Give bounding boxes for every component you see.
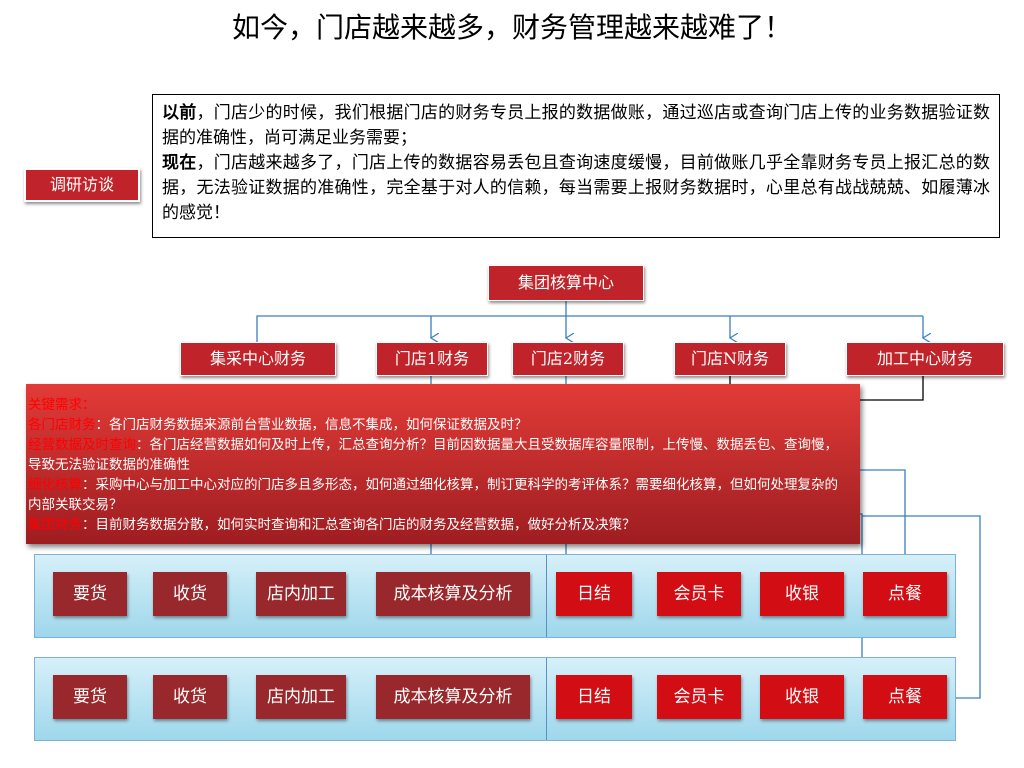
group-accounting-center: 集团核算中心 [488, 265, 644, 301]
module-cost-accounting: 成本核算及分析 [376, 675, 530, 719]
module-in-store-processing: 店内加工 [256, 675, 346, 719]
module-receiving: 收货 [153, 572, 227, 616]
requirement-item: 集团财务：目前财务数据分散，如何实时查询和汇总查询各门店的财务及经营数据，做好分… [28, 517, 636, 533]
module-member-card: 会员卡 [657, 675, 741, 719]
module-daily-closing: 日结 [556, 675, 632, 719]
module-ordering: 要货 [53, 675, 127, 719]
module-in-store-processing: 店内加工 [256, 572, 346, 616]
module-food-ordering: 点餐 [863, 675, 947, 719]
now-label: 现在 [162, 153, 197, 173]
page-title: 如今，门店越来越多，财务管理越来越难了！ [231, 11, 792, 44]
processing-center-finance: 加工中心财务 [846, 342, 1004, 376]
store-2-finance: 门店2财务 [512, 342, 624, 376]
store-n-finance: 门店N财务 [674, 342, 786, 376]
before-label: 以前 [162, 103, 197, 123]
module-ordering: 要货 [53, 572, 127, 616]
requirement-item: 细化核算：采购中心与加工中心对应的门店多且多形态，如何通过细化核算，制订更科学的… [28, 477, 838, 513]
module-cashier: 收银 [760, 675, 844, 719]
now-text: ，门店越来越多了，门店上传的数据容易丢包且查询速度缓慢，目前做账几乎全靠财务专员… [162, 153, 991, 223]
store-system-row-2: 要货 收货 店内加工 成本核算及分析 日结 会员卡 收银 点餐 [34, 657, 956, 741]
module-cashier: 收银 [760, 572, 844, 616]
store-system-row-1: 要货 收货 店内加工 成本核算及分析 日结 会员卡 收银 点餐 [34, 554, 956, 638]
module-cost-accounting: 成本核算及分析 [376, 572, 530, 616]
module-daily-closing: 日结 [556, 572, 632, 616]
module-receiving: 收货 [153, 675, 227, 719]
research-interview-tag: 调研访谈 [24, 168, 140, 202]
store-1-finance: 门店1财务 [376, 342, 488, 376]
requirement-item: 经营数据及时查询：各门店经营数据如何及时上传，汇总查询分析？目前因数据量大且受数… [28, 437, 838, 473]
description-box: 以前，门店少的时候，我们根据门店的财务专员上报的数据做账，通过巡店或查询门店上传… [152, 94, 1000, 238]
requirement-item: 各门店财务：各门店财务数据来源前台营业数据，信息不集成，如何保证数据及时？ [28, 417, 528, 433]
requirements-heading: 关键需求： [28, 397, 96, 413]
module-food-ordering: 点餐 [863, 572, 947, 616]
module-member-card: 会员卡 [657, 572, 741, 616]
procurement-center-finance: 集采中心财务 [180, 342, 336, 376]
key-requirements-panel: 关键需求： 各门店财务：各门店财务数据来源前台营业数据，信息不集成，如何保证数据… [26, 384, 860, 544]
before-text: ，门店少的时候，我们根据门店的财务专员上报的数据做账，通过巡店或查询门店上传的业… [162, 103, 991, 148]
